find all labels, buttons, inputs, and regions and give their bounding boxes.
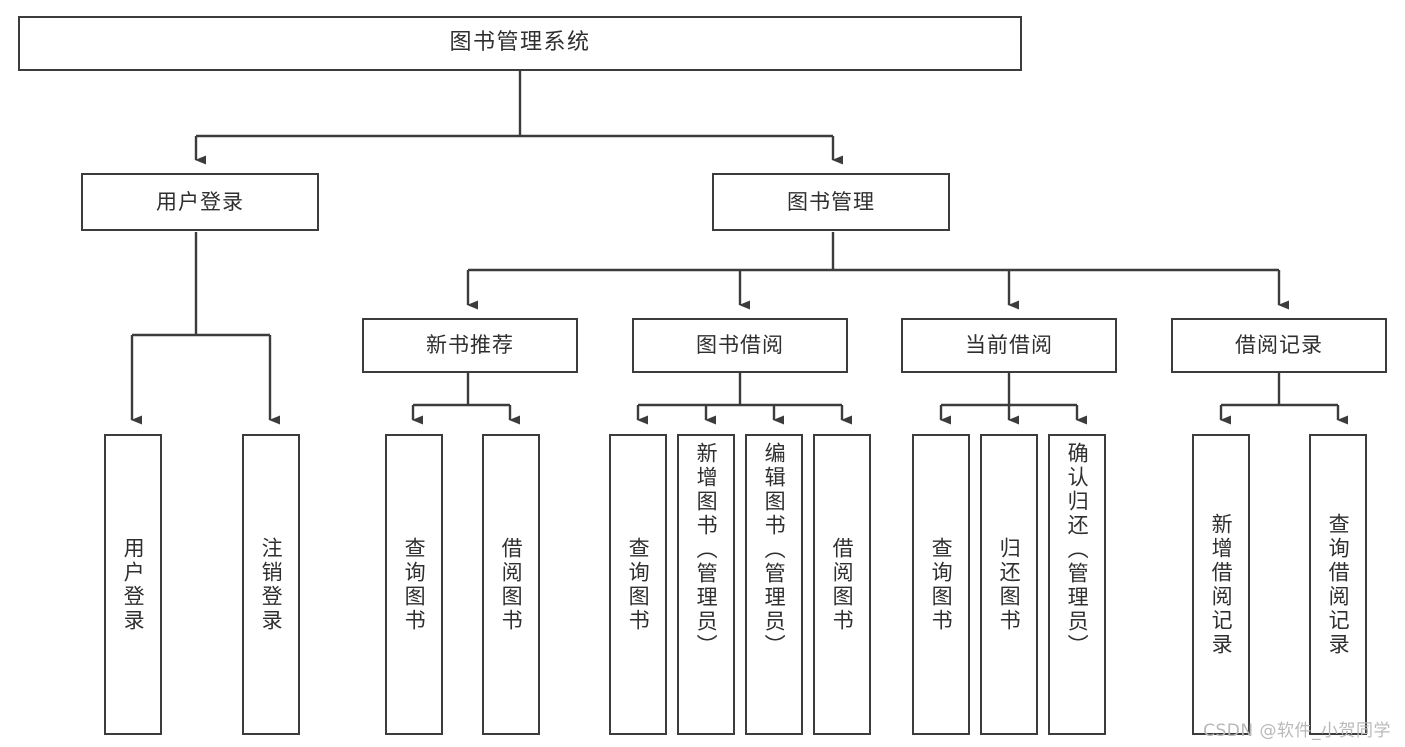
node-label: 归还图书 xyxy=(997,536,1022,633)
node-label: 查询图书 xyxy=(626,536,651,633)
leaf-borrow-book-new-recommendation[interactable]: 借阅图书 xyxy=(482,434,540,735)
node-label: 图书借阅 xyxy=(696,333,784,358)
leaf-user-login[interactable]: 用户登录 xyxy=(104,434,162,735)
node-label: 新增借阅记录 xyxy=(1209,512,1234,657)
node-label: 用户登录 xyxy=(156,189,244,214)
leaf-borrow-book-borrowing[interactable]: 借阅图书 xyxy=(813,434,871,735)
leaf-edit-book-admin[interactable]: 编辑图书（管理员） xyxy=(745,434,803,735)
node-label: 当前借阅 xyxy=(965,333,1053,358)
leaf-query-book-new-recommendation[interactable]: 查询图书 xyxy=(385,434,443,735)
node-borrowing-records[interactable]: 借阅记录 xyxy=(1171,318,1387,373)
node-label: 注销登录 xyxy=(259,536,284,633)
node-label: 查询图书 xyxy=(402,536,427,633)
node-user-login[interactable]: 用户登录 xyxy=(81,173,319,231)
node-book-borrowing[interactable]: 图书借阅 xyxy=(632,318,848,373)
leaf-add-book-admin[interactable]: 新增图书（管理员） xyxy=(677,434,735,735)
node-root-book-management-system[interactable]: 图书管理系统 xyxy=(18,16,1022,71)
leaf-query-book-borrowing[interactable]: 查询图书 xyxy=(609,434,667,735)
leaf-add-borrowing-record[interactable]: 新增借阅记录 xyxy=(1192,434,1250,735)
leaf-return-book[interactable]: 归还图书 xyxy=(980,434,1038,735)
node-label: 借阅图书 xyxy=(499,536,524,633)
node-label: 确认归还（管理员） xyxy=(1065,442,1090,658)
node-label: 查询图书 xyxy=(929,536,954,633)
node-label: 图书管理 xyxy=(787,189,875,214)
node-label: 借阅图书 xyxy=(830,536,855,633)
node-label: 编辑图书（管理员） xyxy=(762,442,787,658)
node-label: 新增图书（管理员） xyxy=(694,442,719,658)
csdn-watermark: CSDN @软件_小贺同学 xyxy=(1203,721,1391,741)
node-new-book-recommendation[interactable]: 新书推荐 xyxy=(362,318,578,373)
node-label: 新书推荐 xyxy=(426,333,514,358)
leaf-query-book-current[interactable]: 查询图书 xyxy=(912,434,970,735)
node-label: 查询借阅记录 xyxy=(1326,512,1351,657)
node-label: 用户登录 xyxy=(121,536,146,633)
node-label: 借阅记录 xyxy=(1235,333,1323,358)
node-book-management[interactable]: 图书管理 xyxy=(712,173,950,231)
leaf-logout-login[interactable]: 注销登录 xyxy=(242,434,300,735)
leaf-confirm-return-admin[interactable]: 确认归还（管理员） xyxy=(1048,434,1106,735)
node-label: 图书管理系统 xyxy=(449,30,591,56)
node-current-borrowing[interactable]: 当前借阅 xyxy=(901,318,1117,373)
leaf-query-borrowing-record[interactable]: 查询借阅记录 xyxy=(1309,434,1367,735)
